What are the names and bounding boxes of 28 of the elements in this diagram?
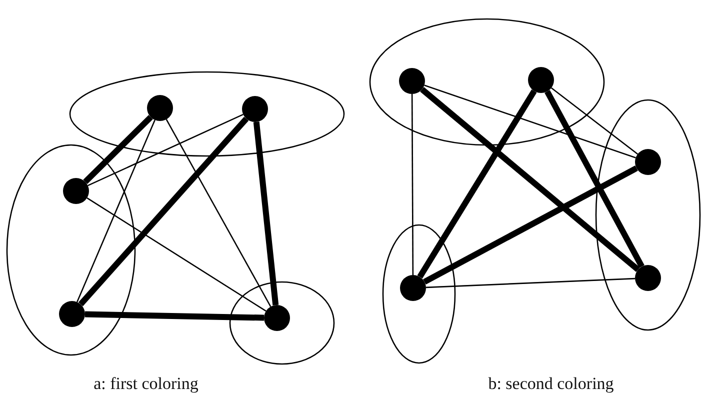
graph-edge <box>417 90 537 278</box>
graph-edge <box>84 311 264 321</box>
graph-vertex <box>147 95 173 121</box>
graph-edge <box>88 114 244 186</box>
graph-edge <box>424 84 636 158</box>
figure-caption: a: first coloring <box>94 374 198 394</box>
graph-edge <box>76 120 156 302</box>
graph-edge <box>253 122 279 306</box>
graph-edge <box>550 87 638 155</box>
graph-edge <box>78 116 249 306</box>
graph-edge <box>166 119 272 307</box>
graph-vertex <box>400 275 426 301</box>
graph-vertex <box>59 301 85 327</box>
graph-edge <box>426 278 636 288</box>
graph-edge <box>86 197 266 312</box>
graph-edge <box>83 115 153 184</box>
graph-vertex <box>635 265 661 291</box>
graph-edge <box>544 90 644 268</box>
graph-vertex <box>635 149 661 175</box>
figure-caption: b: second coloring <box>488 374 614 394</box>
graph-vertex <box>528 67 554 93</box>
graph-edge <box>411 94 414 275</box>
graph-vertex <box>264 305 290 331</box>
graph-edge <box>423 166 638 284</box>
graph-edge <box>420 87 640 272</box>
graph-vertex <box>63 178 89 204</box>
graph-vertex <box>399 68 425 94</box>
graph-vertex <box>242 96 268 122</box>
